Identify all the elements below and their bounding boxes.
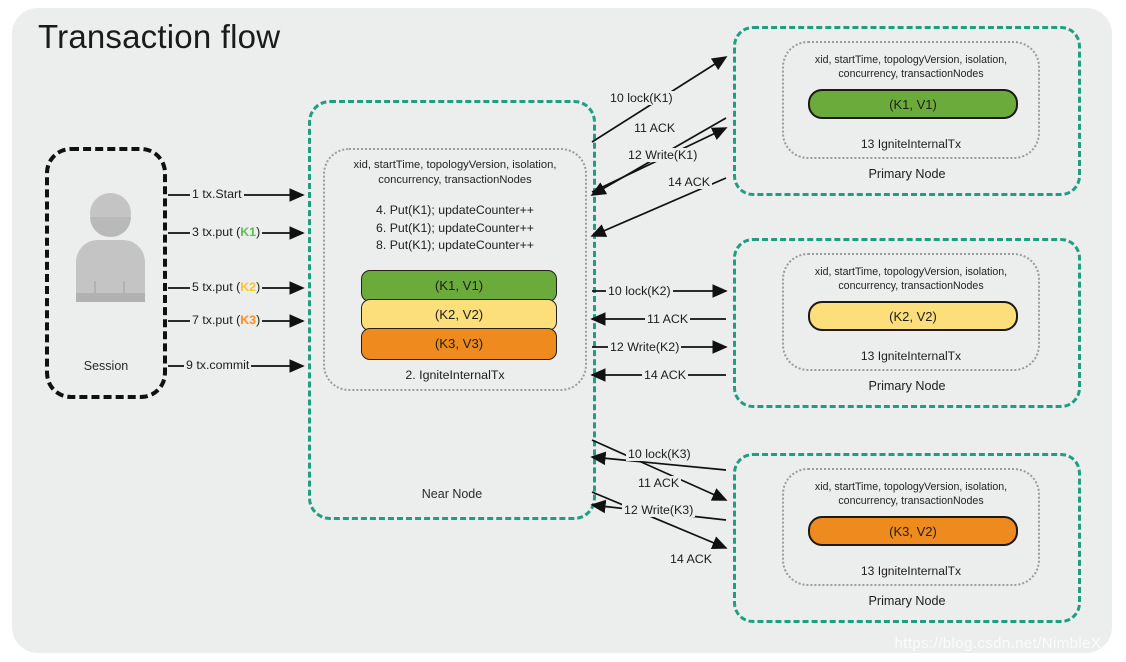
primary-node-2-tx-label: 13 IgniteInternalTx — [860, 349, 962, 363]
primary-node-1-entry: (K1, V1) — [808, 89, 1018, 119]
near-node-entry-stack: (K1, V1) (K2, V2) (K3, V3) — [361, 270, 557, 360]
label-ack-14-k3: 14 ACK — [668, 552, 715, 566]
watermark: https://blog.csdn.net/NimbleX_ — [894, 635, 1110, 652]
primary-node-3: xid, startTime, topologyVersion, isolati… — [733, 453, 1081, 623]
label-write-k2: 12 Write(K2) — [608, 340, 682, 354]
user-avatar-icon — [73, 193, 147, 309]
label-tx-put-k2: 5 tx.put (K2) — [190, 280, 263, 294]
avatar-seam-right — [123, 281, 125, 294]
primary-node-1-tx-label: 13 IgniteInternalTx — [860, 137, 962, 151]
label-ack-11-k3: 11 ACK — [636, 476, 682, 490]
primary-node-1-title: Primary Node — [868, 167, 946, 181]
near-node-meta: xid, startTime, topologyVersion, isolati… — [353, 159, 557, 186]
near-node-label: Near Node — [421, 487, 483, 501]
label-lock-k1: 10 lock(K1) — [608, 91, 675, 105]
primary-node-3-tx-label: 13 IgniteInternalTx — [860, 564, 962, 578]
label-tx-commit: 9 tx.commit — [184, 358, 252, 372]
primary-node-3-title: Primary Node — [868, 594, 946, 608]
near-node-box: xid, startTime, topologyVersion, isolati… — [308, 100, 596, 520]
label-ack-14-k1: 14 ACK — [666, 175, 713, 189]
near-node-tx-label: 2. IgniteInternalTx — [405, 368, 505, 382]
session-label: Session — [83, 359, 129, 373]
label-ack-11-k1: 11 ACK — [632, 121, 678, 135]
label-ack-11-k2: 11 ACK — [645, 312, 691, 326]
primary-node-2-entry: (K2, V2) — [808, 301, 1018, 331]
primary-node-1-tx-container: xid, startTime, topologyVersion, isolati… — [782, 41, 1040, 159]
label-tx-put-k1: 3 tx.put (K1) — [190, 225, 263, 239]
primary-node-2: xid, startTime, topologyVersion, isolati… — [733, 238, 1081, 408]
session-box: Session — [45, 147, 167, 399]
primary-node-3-meta: xid, startTime, topologyVersion, isolati… — [814, 481, 1008, 507]
near-node-operation: 6. Put(K1); updateCounter++ — [376, 220, 534, 235]
avatar-seam-left — [94, 281, 96, 294]
avatar-head-shadow — [90, 217, 131, 237]
primary-node-2-meta: xid, startTime, topologyVersion, isolati… — [814, 266, 1008, 292]
primary-node-1-meta: xid, startTime, topologyVersion, isolati… — [814, 54, 1008, 80]
primary-node-1: xid, startTime, topologyVersion, isolati… — [733, 26, 1081, 196]
label-tx-put-k3: 7 tx.put (K3) — [190, 313, 263, 327]
primary-node-2-title: Primary Node — [868, 379, 946, 393]
near-node-entry-k3: (K3, V3) — [361, 328, 557, 360]
near-node-operation: 4. Put(K1); updateCounter++ — [376, 203, 534, 217]
avatar-base — [76, 293, 145, 302]
near-node-tx-container: xid, startTime, topologyVersion, isolati… — [323, 148, 587, 391]
key-k2: K2 — [240, 280, 257, 294]
label-write-k3: 12 Write(K3) — [622, 503, 696, 517]
primary-node-3-entry: (K3, V2) — [808, 516, 1018, 546]
key-k1: K1 — [240, 225, 257, 239]
page-title: Transaction flow — [38, 18, 281, 55]
avatar-body — [76, 240, 145, 302]
label-ack-14-k2: 14 ACK — [642, 368, 689, 382]
key-k3: K3 — [240, 313, 257, 327]
near-node-entry-k1: (K1, V1) — [361, 270, 557, 302]
label-lock-k2: 10 lock(K2) — [606, 284, 673, 298]
label-write-k1: 12 Write(K1) — [626, 148, 700, 162]
primary-node-2-tx-container: xid, startTime, topologyVersion, isolati… — [782, 253, 1040, 371]
label-tx-start: 1 tx.Start — [190, 187, 244, 201]
near-node-operations: 4. Put(K1); updateCounter++ 6. Put(K1); … — [325, 202, 585, 255]
near-node-operation: 8. Put(K1); updateCounter++ — [376, 238, 534, 252]
label-lock-k3: 10 lock(K3) — [626, 447, 693, 461]
primary-node-3-tx-container: xid, startTime, topologyVersion, isolati… — [782, 468, 1040, 586]
near-node-entry-k2: (K2, V2) — [361, 299, 557, 331]
